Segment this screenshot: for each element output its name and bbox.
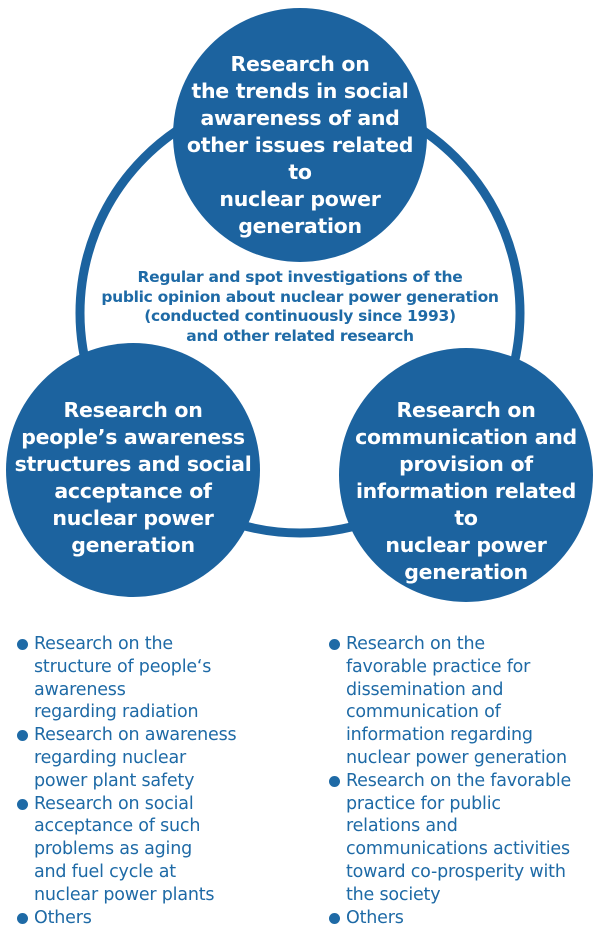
list-item: Research on social acceptance of such pr… [17,793,287,907]
list-item: Research on the structure of people‘s aw… [17,633,287,724]
top-circle-text: Research on the trends in social awarene… [186,52,414,238]
bullet-icon [17,639,28,650]
list-item-text: Others [346,907,404,928]
list-item: Others [17,907,287,930]
list-item-text: Others [34,907,92,928]
top-circle [173,8,427,262]
list-item: Research on the favorable practice for d… [329,633,599,770]
cycle-diagram [6,8,593,602]
list-item-text: Research on the favorable practice for d… [346,634,567,768]
bullet-icon [329,775,340,787]
left-circle [6,343,260,597]
right-circle-text: Research on communication and provision … [355,398,577,584]
list-item: Research on awareness regarding nuclear … [17,724,287,792]
list-item-text: Research on the favorable practice for p… [346,770,572,905]
list-item: Research on the favorable practice for p… [329,770,599,907]
left-circle-text: Research on people’s awareness structure… [14,398,252,557]
right-circle [339,348,593,602]
bullet-icon [329,912,340,924]
list-item-text: Research on social acceptance of such pr… [34,793,215,905]
bullet-icon [17,912,28,924]
list-item-text: Research on awareness regarding nuclear … [34,725,237,791]
center-description: Regular and spot investigations of the p… [101,268,499,345]
right-research-list: Research on the favorable practice for d… [329,633,599,929]
list-item: Others [329,907,599,930]
bullet-icon [329,639,340,650]
bullet-icon [17,730,28,742]
left-research-list: Research on the structure of people‘s aw… [17,633,287,929]
list-item-text: Research on the structure of people‘s aw… [34,634,212,723]
bullet-icon [17,798,28,810]
